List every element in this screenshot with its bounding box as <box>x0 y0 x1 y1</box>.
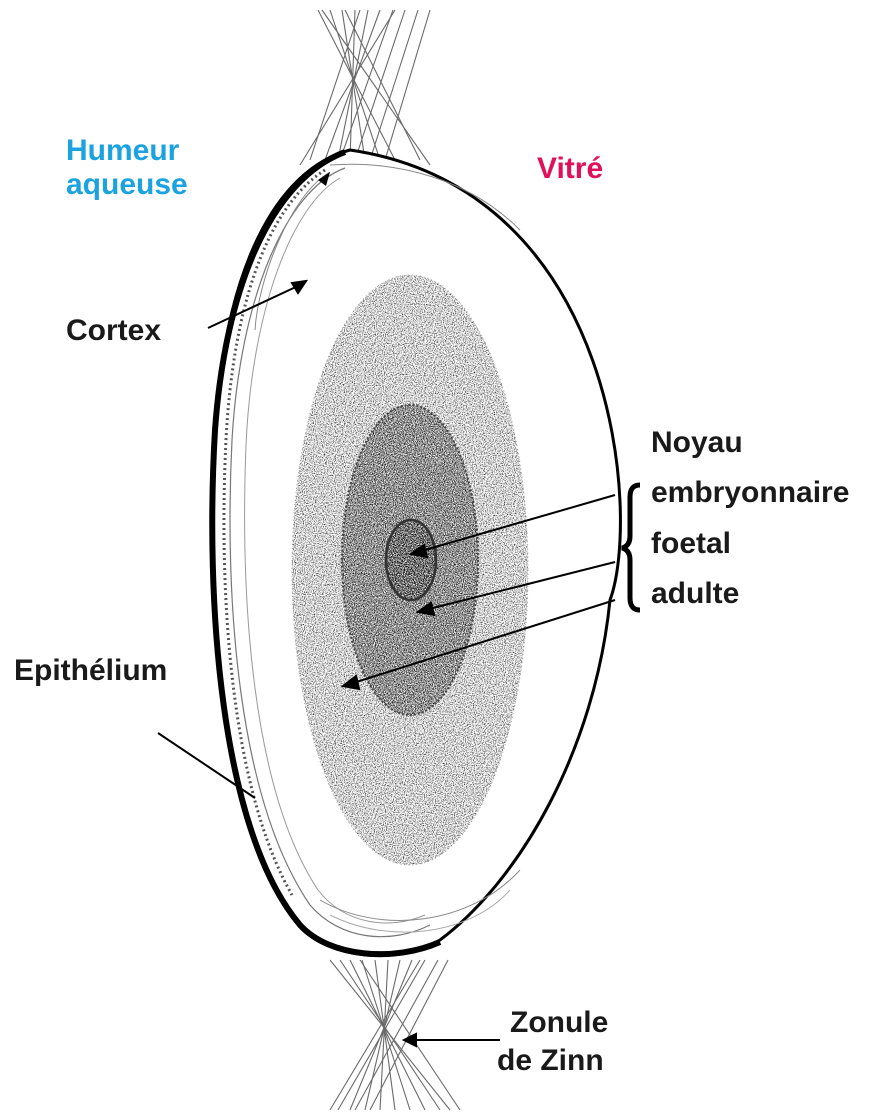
zonule-fibers-bottom <box>330 960 460 1110</box>
label-noyau: Noyau <box>651 426 743 459</box>
label-zonule-line2: de Zinn <box>497 1044 604 1077</box>
label-humeur-aqueuse-line1: Humeur <box>66 134 180 167</box>
label-zonule-line1: Zonule <box>510 1006 608 1039</box>
label-embryonnaire: embryonnaire <box>651 476 849 509</box>
label-vitre: Vitré <box>537 152 603 185</box>
label-adulte: adulte <box>651 577 739 610</box>
label-epithelium: Epithélium <box>14 654 167 687</box>
noyau-brace <box>622 485 640 610</box>
label-cortex: Cortex <box>66 314 161 347</box>
label-humeur-aqueuse-line2: aqueuse <box>66 168 188 201</box>
label-foetal: foetal <box>651 527 731 560</box>
zonule-fibers-top <box>300 10 430 165</box>
